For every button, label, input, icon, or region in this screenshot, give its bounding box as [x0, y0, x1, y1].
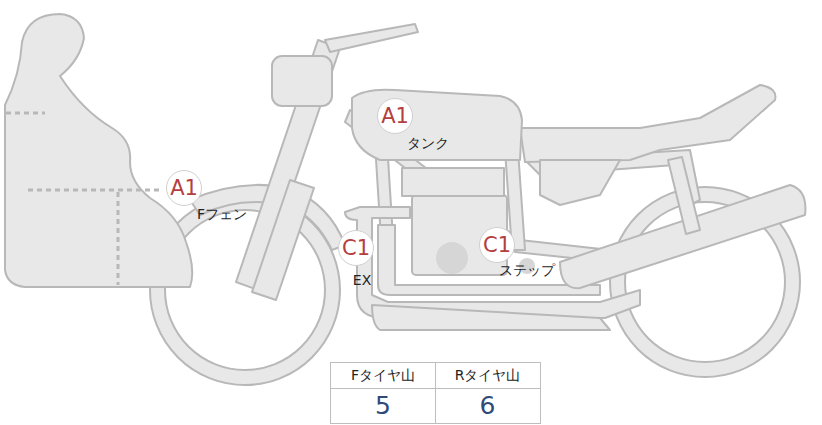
engine-head: [402, 168, 504, 196]
dashed-line: [117, 192, 120, 285]
part-name: EX: [353, 272, 371, 288]
fuel-tank: [352, 90, 522, 160]
fairing: [5, 14, 192, 287]
rear-shock: [668, 157, 700, 234]
callout: C1EX: [338, 230, 374, 266]
fork-lower: [252, 180, 314, 300]
table-value: 6: [435, 388, 541, 424]
dashed-line: [28, 189, 162, 192]
handlebar: [325, 24, 418, 52]
muffler: [372, 305, 610, 330]
part-name: ステップ: [499, 262, 555, 280]
part-name: Fフェン: [197, 206, 247, 224]
headlight: [272, 56, 332, 106]
side-cover: [540, 160, 620, 205]
engine-cover: [436, 242, 468, 274]
part-name: タンク: [407, 135, 449, 153]
table-header: Fタイヤ山: [330, 362, 436, 389]
callout: A1タンク: [377, 98, 413, 134]
callout-number: C1: [479, 227, 515, 263]
table-value: 5: [330, 388, 436, 424]
front-rim: [165, 210, 325, 370]
table-header: Rタイヤ山: [435, 362, 541, 389]
callout-number: A1: [166, 170, 202, 206]
callout-number: C1: [338, 230, 374, 266]
callout-number: A1: [377, 98, 413, 134]
callout: C1ステップ: [479, 227, 515, 263]
dashed-line: [6, 112, 45, 115]
seat: [520, 85, 775, 162]
callout: A1Fフェン: [166, 170, 202, 206]
